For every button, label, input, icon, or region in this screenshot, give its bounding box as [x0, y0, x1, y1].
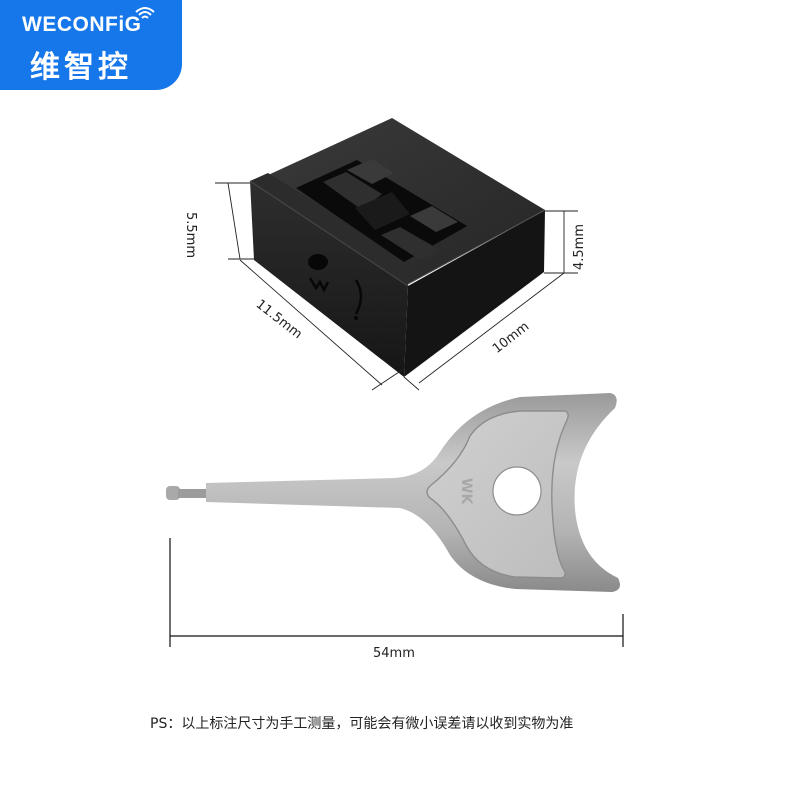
block-dimension-lines [215, 182, 578, 391]
brand-name-en: WECONFiG [22, 13, 142, 36]
dim-label-height-right: 4.5mm [572, 223, 587, 270]
dim-label-key-length: 54mm [373, 646, 415, 661]
key-engraving: WK [458, 478, 474, 505]
removal-key: WK [166, 393, 620, 592]
brand-name-cn: 维智控 [30, 50, 132, 85]
key-dimension-lines [169, 538, 624, 647]
lock-block [249, 118, 546, 377]
wifi-icon [135, 7, 155, 19]
brand-logo: WECONFiG 维智控 [0, 0, 182, 90]
measurement-note: PS：以上标注尺寸为手工测量，可能会有微小误差请以收到实物为准 [150, 716, 574, 732]
dim-label-height-left: 5.5mm [183, 212, 198, 259]
block-logo-mark [308, 254, 363, 320]
